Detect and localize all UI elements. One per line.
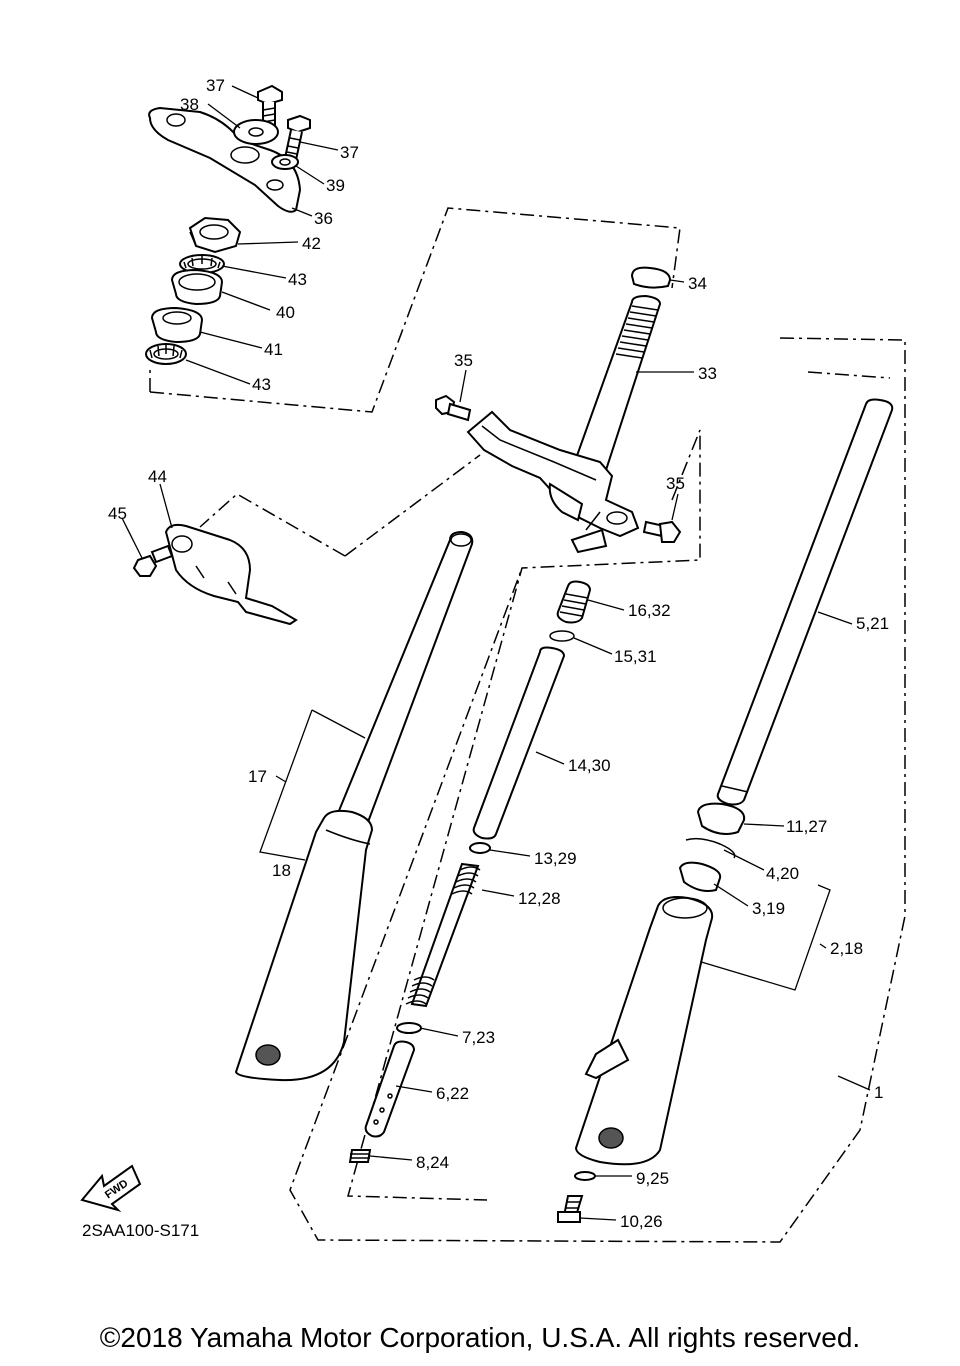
fwd-arrow-icon: FWD	[80, 1164, 142, 1212]
bolt-45	[132, 544, 174, 577]
seal-34	[630, 266, 672, 289]
spring-8-24	[348, 1149, 372, 1163]
damper-rod-6-22	[364, 1040, 416, 1138]
fork-guard-44	[164, 523, 298, 626]
callout-9-25: 9,25	[636, 1169, 669, 1188]
spacer-14-30	[472, 646, 566, 840]
callout-35-lower: 35	[666, 474, 685, 493]
callout-3-19: 3,19	[752, 899, 785, 918]
callout-7-23: 7,23	[462, 1028, 495, 1047]
bearing-43-lower	[145, 343, 187, 365]
callout-17: 17	[248, 767, 267, 786]
group-outline-fork-leg	[289, 337, 906, 1243]
bracket-2-18	[687, 884, 831, 991]
callout-39: 39	[326, 176, 345, 195]
lower-bracket	[466, 410, 640, 554]
inner-tube-5-21	[716, 398, 894, 806]
group-outline-stem-link	[199, 454, 481, 557]
cap-bolt-16-32	[556, 580, 592, 624]
callout-13-29: 13,29	[534, 849, 577, 868]
callout-43-lower: 43	[252, 375, 271, 394]
callout-16-32: 16,32	[628, 601, 671, 620]
group-outline-inner-tube	[807, 371, 891, 379]
ring-7-23	[396, 1022, 422, 1034]
callout-6-22: 6,22	[436, 1084, 469, 1103]
callout-8-24: 8,24	[416, 1153, 449, 1172]
callout-15-31: 15,31	[614, 647, 657, 666]
callout-2-18: 2,18	[830, 939, 863, 958]
spring-12-28	[405, 862, 481, 1008]
clip-4-20	[685, 837, 736, 859]
callout-44: 44	[148, 467, 167, 486]
callout-45: 45	[108, 504, 127, 523]
washer-9-25	[574, 1171, 596, 1181]
callout-12-28: 12,28	[518, 889, 561, 908]
ring-nut-42	[188, 216, 242, 254]
bolt-10-26	[557, 1195, 584, 1223]
race-41	[150, 306, 204, 344]
callout-10-26: 10,26	[620, 1212, 663, 1231]
dust-seal-11-27	[696, 802, 746, 835]
callout-42: 42	[302, 234, 321, 253]
leader-lines	[121, 85, 871, 1221]
washer-39	[271, 154, 299, 170]
bolt-35-right	[642, 520, 682, 543]
steering-stem-33	[572, 294, 662, 478]
upper-bracket	[148, 106, 302, 213]
fork-assembly-left	[234, 530, 474, 1082]
callout-1: 1	[874, 1083, 883, 1102]
washer-13-29	[469, 842, 491, 854]
callout-37-right: 37	[340, 143, 359, 162]
bracket-17	[259, 709, 366, 861]
callout-33: 33	[698, 364, 717, 383]
bolt-35-left	[435, 394, 472, 422]
diagram-code: 2SAA100-S171	[82, 1221, 199, 1240]
washer-38	[233, 119, 279, 145]
oil-seal-3-19	[678, 861, 722, 892]
callout-35-upper: 35	[454, 351, 473, 370]
callout-34: 34	[688, 274, 707, 293]
callout-37-left: 37	[206, 76, 225, 95]
callout-5-21: 5,21	[856, 614, 889, 633]
callout-11-27: 11,27	[786, 817, 827, 836]
copyright-notice: ©2018 Yamaha Motor Corporation, U.S.A. A…	[99, 1322, 861, 1353]
callout-14-30: 14,30	[568, 756, 611, 775]
callout-36: 36	[314, 209, 333, 228]
race-40	[170, 268, 224, 306]
callout-43-upper: 43	[288, 270, 307, 289]
callout-4-20: 4,20	[766, 864, 799, 883]
oring-15-31	[549, 630, 575, 642]
group-outline-steering	[149, 207, 681, 413]
callout-18: 18	[272, 861, 291, 880]
callout-41: 41	[264, 340, 283, 359]
outer-tube	[574, 896, 714, 1166]
callout-38: 38	[180, 95, 199, 114]
bolt-37-right	[283, 114, 311, 162]
callout-40: 40	[276, 303, 295, 322]
group-outline-inner-parts	[347, 429, 701, 1201]
